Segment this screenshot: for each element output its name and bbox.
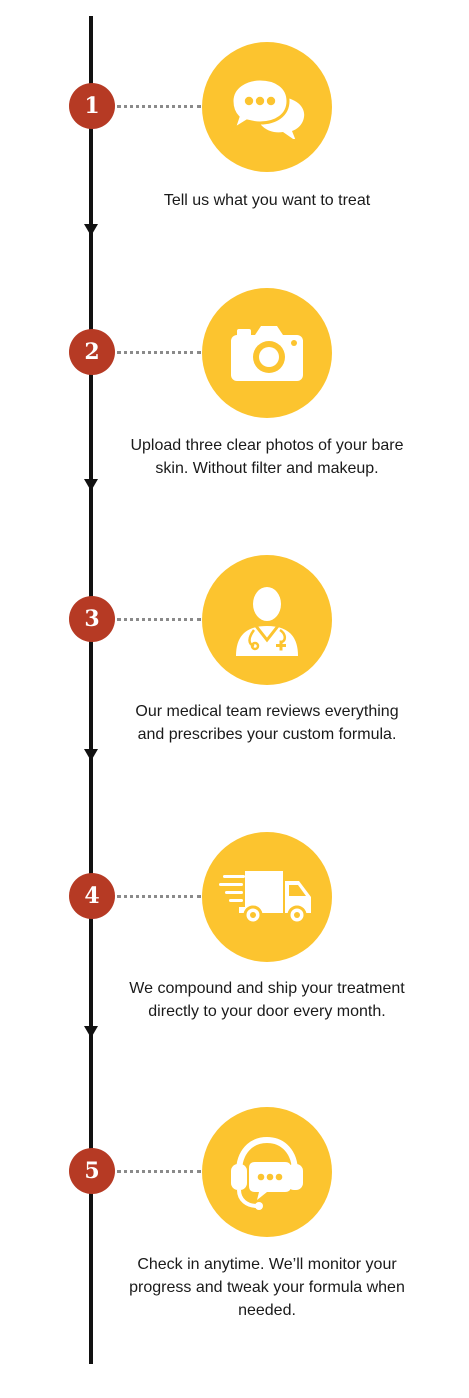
step-description: Check in anytime. We’ll monitor your pro… [129, 1256, 405, 1319]
arrow-down-icon [84, 749, 98, 761]
step-number-badge: 3 [69, 596, 115, 642]
step-icon-circle [202, 1107, 332, 1237]
doctor-icon [236, 587, 298, 656]
step-icon-circle [202, 288, 332, 418]
timeline-line [89, 16, 93, 1364]
step-number-badge: 5 [69, 1148, 115, 1194]
arrow-down-icon [84, 224, 98, 236]
step-connector [117, 895, 201, 898]
step-icon-circle [202, 555, 332, 685]
delivery-truck-icon [219, 871, 311, 925]
step-connector [117, 618, 201, 621]
step-icon-circle [202, 42, 332, 172]
step-description: Upload three clear photos of your bare s… [130, 437, 404, 477]
step-connector [117, 351, 201, 354]
arrow-down-icon [84, 1026, 98, 1038]
step-description: We compound and ship your treatment dire… [129, 980, 405, 1020]
headset-support-icon [231, 1136, 303, 1210]
step-number-badge: 2 [69, 329, 115, 375]
step-description: Our medical team reviews everything and … [135, 703, 399, 743]
step-number-badge: 4 [69, 873, 115, 919]
step-description: Tell us what you want to treat [163, 192, 371, 209]
step-icon-circle [202, 832, 332, 962]
chat-bubbles-icon [230, 77, 305, 139]
arrow-down-icon [84, 479, 98, 491]
camera-icon [231, 326, 303, 381]
step-connector [117, 105, 201, 108]
step-connector [117, 1170, 201, 1173]
step-number-badge: 1 [69, 83, 115, 129]
